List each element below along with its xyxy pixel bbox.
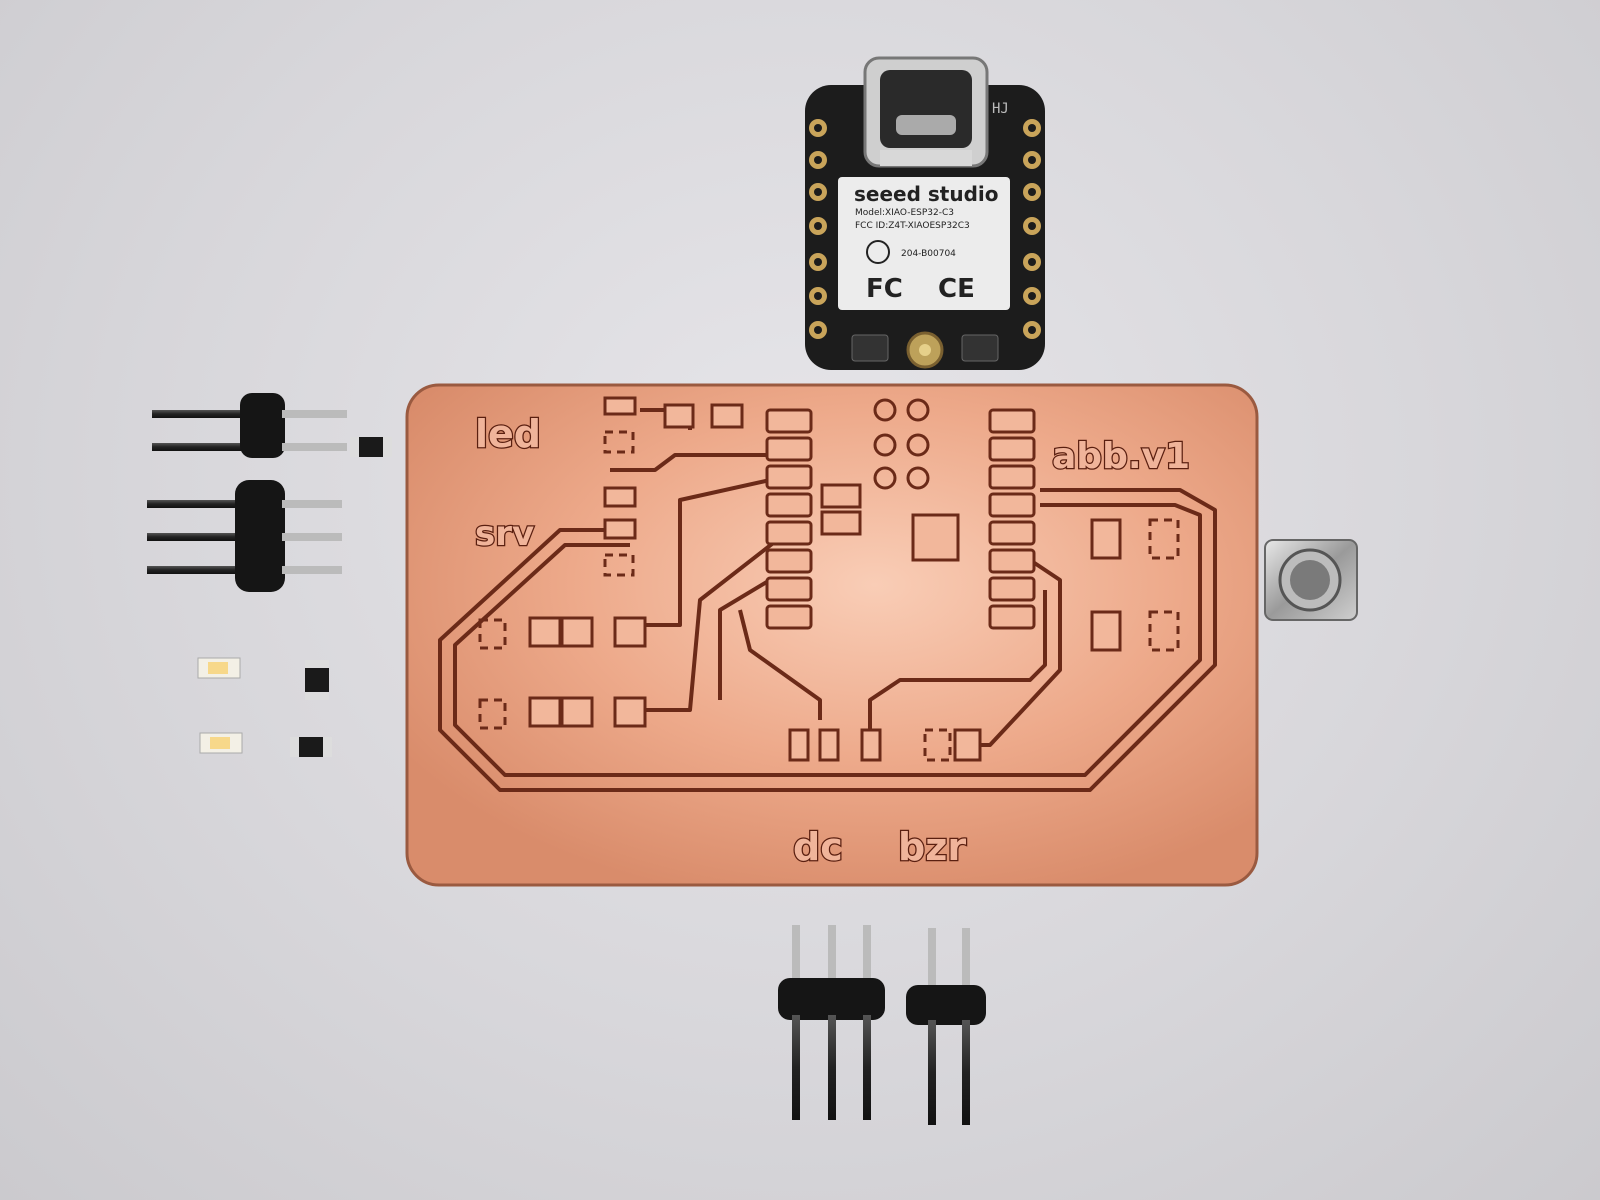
header-2pin-bottom [906,928,986,1125]
left-castellated-pads [809,119,827,339]
module-fcc-id: FCC ID:Z4T-XIAOESP32C3 [855,221,970,231]
header-pad-side [820,483,862,509]
smd-resistor-3 [290,737,332,757]
module-model: Model:XIAO-ESP32-C3 [855,208,954,218]
smd-led-1 [197,657,241,679]
empty-pads [478,430,1180,762]
header-3pin-left [147,480,342,592]
pcb-vias [873,398,930,490]
center-pad [911,513,960,562]
header-pads-left [765,408,813,630]
pcb-board: led srv abb.v1 dc bzr [405,383,1259,887]
header-2pin-left [152,393,347,458]
module-brand: seeed studio [854,182,999,206]
usb-c-connector [863,56,989,168]
xiao-esp32c3-module: seeed studio Model:XIAO-ESP32-C3 FCC ID:… [805,56,1045,370]
ce-mark: CE [938,274,975,304]
label-bzr: bzr [898,825,966,869]
tactile-switch [1264,539,1358,621]
fc-mark: FC [866,274,903,304]
rf-shield-label [838,177,1010,310]
label-dc: dc [793,825,843,869]
reset-button [961,334,999,362]
telec-mark-icon [866,240,890,264]
label-srv: srv [475,514,534,554]
smd-resistor-1 [350,437,392,457]
module-corner-mark: HJ [992,101,1009,117]
right-castellated-pads [1023,119,1041,339]
smd-pads [528,396,1122,762]
label-board-version: abb.v1 [1052,436,1190,477]
smd-led-2 [199,732,243,754]
module-cert-number: 204-B00704 [901,249,956,259]
boot-button [851,334,889,362]
label-led: led [475,412,541,456]
header-3pin-bottom [778,925,885,1120]
pcb-traces [438,408,1217,792]
header-pads-right [988,408,1036,630]
smd-resistor-2 [305,660,329,700]
